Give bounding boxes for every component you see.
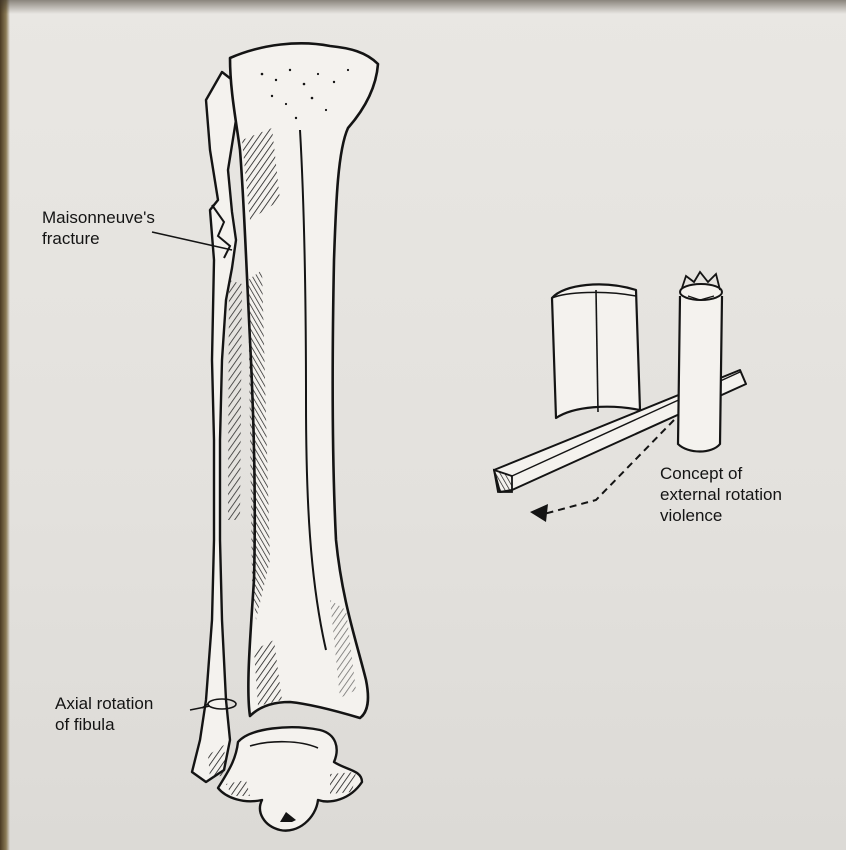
concept-label: Concept of external rotation violence — [660, 463, 782, 526]
concept-label-line1: Concept of — [660, 463, 782, 484]
fibula — [192, 72, 242, 782]
cylinder-icon — [678, 272, 722, 452]
talus — [218, 727, 362, 830]
maisonneuve-label-line2: fracture — [42, 228, 155, 249]
axial-label-line1: Axial rotation — [55, 693, 153, 714]
maisonneuve-label-line1: Maisonneuve's — [42, 207, 155, 228]
book-icon — [552, 284, 640, 418]
concept-label-line3: violence — [660, 505, 782, 526]
concept-label-line2: external rotation — [660, 484, 782, 505]
axial-label-line2: of fibula — [55, 714, 153, 735]
axial-rotation-label: Axial rotation of fibula — [55, 693, 153, 735]
maisonneuve-fracture-label: Maisonneuve's fracture — [42, 207, 155, 249]
tibia — [230, 43, 378, 718]
